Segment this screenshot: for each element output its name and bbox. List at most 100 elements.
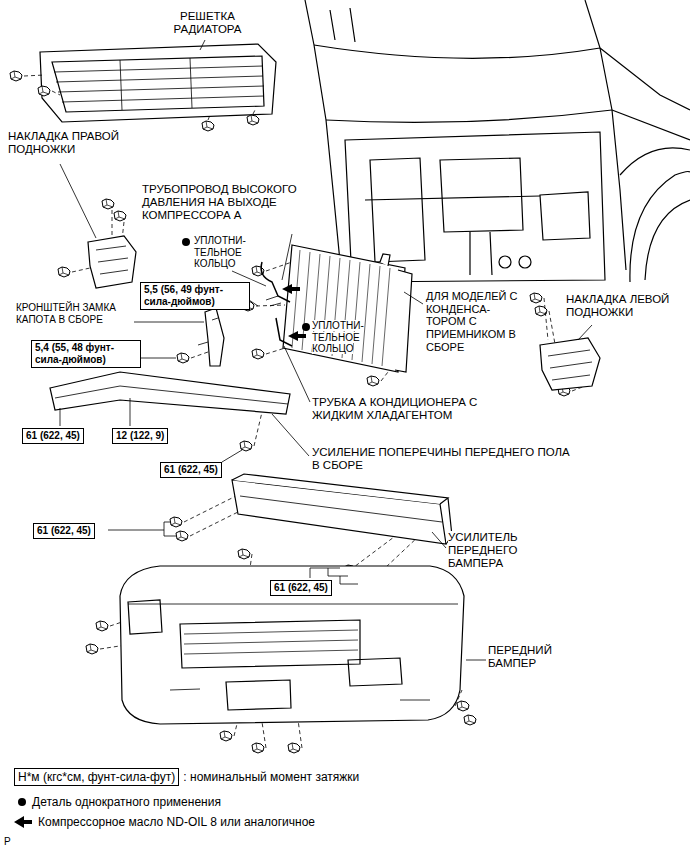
hood-lock-bracket-part	[205, 308, 224, 366]
van-body-part	[440, 158, 523, 232]
front-bumper-part	[184, 630, 358, 654]
part-label: ТРУБКА А КОНДИЦИОНЕРА С ЖИДКИМ ХЛАДАГЕНТ…	[312, 396, 512, 422]
condenser-part	[283, 245, 405, 372]
legend-torque-box: Н*м (кгс*см, фунт-сила-фут)	[14, 768, 179, 786]
van-body-part	[305, 0, 342, 282]
torque-box: 12 (122, 9)	[112, 428, 168, 444]
floor-crossmember-reinforcement	[50, 372, 290, 414]
radiator-grille-part	[54, 66, 264, 102]
part-name: ТРУБКА А КОНДИЦИОНЕРА С ЖИДКИМ ХЛАДАГЕНТ…	[312, 396, 477, 421]
refrigerant-pipes-part	[261, 262, 290, 302]
leader-lines-part	[466, 660, 486, 661]
legend-text: Компрессорное масло ND-OIL 8 или аналоги…	[38, 815, 315, 829]
step-covers-part	[540, 338, 600, 390]
legend-text: Деталь однократного применения	[32, 795, 221, 809]
part-label: УСИЛЕНИЕ ПОПЕРЕЧИНЫ ПЕРЕДНЕГО ПОЛА В СБО…	[312, 446, 577, 472]
van-body-part	[519, 256, 531, 268]
part-label: УСИЛИТЕЛЬ ПЕРЕДНЕГО БАМПЕРА	[448, 531, 546, 571]
part-label: НАКЛАДКА ЛЕВОЙ ПОДНОЖКИ	[566, 293, 684, 319]
step-covers-part	[548, 350, 592, 380]
part-label: РЕШЕТКА РАДИАТОРА	[160, 10, 255, 36]
part-name: УСИЛИТЕЛЬ ПЕРЕДНЕГО БАМПЕРА	[448, 531, 518, 569]
figure-code: P	[4, 836, 11, 847]
torque-value: 5,4 (55, 48 фунт-сила-дюймов)	[35, 342, 137, 366]
torque-value: 12 (122, 9)	[116, 430, 164, 442]
part-name: УПЛОТНИ- ТЕЛЬНОЕ КОЛЬЦО	[194, 235, 246, 269]
torque-value: 61 (622, 45)	[37, 525, 91, 537]
part-name: ДЛЯ МОДЕЛЕЙ С КОНДЕНСА- ТОРОМ С ПРИЕМНИК…	[426, 290, 517, 353]
van-body	[305, 0, 690, 282]
bolts-part	[102, 199, 114, 209]
floor-crossmember-reinforcement-part	[55, 386, 288, 404]
legend-text: : номинальный момент затяжки	[183, 770, 359, 784]
bolts-part	[96, 621, 108, 631]
bolts-part	[247, 115, 259, 125]
torque-value: Н*м (кгс*см, фунт-сила-фут)	[18, 770, 175, 784]
bolts-part	[10, 71, 22, 81]
leader-lines-part	[130, 398, 131, 426]
bolts-part	[252, 743, 264, 753]
front-bumper	[120, 566, 464, 724]
part-label: ПЕРЕДНИЙ БАМПЕР	[488, 644, 580, 670]
o-ring-dots-part	[302, 323, 310, 331]
van-body-part	[370, 158, 425, 262]
step-covers-part	[96, 246, 128, 274]
van-body-part	[470, 232, 492, 275]
bolts-part	[530, 293, 542, 303]
torque-value: 61 (622, 45)	[274, 582, 328, 594]
bolt-paths-part	[24, 75, 256, 120]
part-name: УПЛОТНИ- ТЕЛЬНОЕ КОЛЬЦО	[312, 320, 364, 354]
bolts-part	[177, 353, 189, 363]
front-bumper-part	[180, 620, 360, 668]
part-label: УПЛОТНИ- ТЕЛЬНОЕ КОЛЬЦО	[312, 320, 374, 355]
radiator-grille	[40, 44, 276, 122]
van-body-part	[499, 256, 511, 268]
torque-box: 61 (622, 45)	[22, 428, 84, 444]
step-covers-part	[88, 236, 136, 288]
part-label: ТРУБОПРОВОД ВЫСОКОГО ДАВЛЕНИЯ НА ВЫХОДЕ …	[142, 183, 314, 223]
step-covers	[88, 236, 600, 390]
torque-value: 61 (622, 45)	[26, 430, 80, 442]
o-ring-dots-part	[182, 238, 190, 246]
leader-lines-part	[282, 234, 292, 280]
part-label: НАКЛАДКА ПРАВОЙ ПОДНОЖКИ	[8, 130, 143, 156]
van-body-part	[645, 200, 690, 280]
condenser-part	[292, 250, 390, 366]
part-name: КРОНШТЕЙН ЗАМКА КАПОТА В СБОРЕ	[16, 302, 116, 325]
bolts-part	[288, 743, 300, 753]
bolts-part	[220, 731, 232, 741]
van-body-part	[612, 110, 690, 140]
bolts	[10, 71, 570, 753]
bolts-part	[240, 441, 252, 451]
torque-value: 5,5 (56, 49 фунт-сила-дюймов)	[144, 284, 246, 308]
van-body-part	[630, 171, 690, 282]
refrigerant-pipes	[261, 262, 292, 346]
van-body-part	[345, 132, 605, 282]
bolts-part	[86, 644, 98, 654]
van-body-part	[540, 192, 590, 240]
legend-symbols-part	[18, 798, 26, 806]
leader-lines-part	[60, 164, 96, 238]
leader-lines-part	[578, 325, 592, 340]
part-name: НАКЛАДКА ПРАВОЙ ПОДНОЖКИ	[8, 130, 119, 155]
legend-symbols	[14, 798, 32, 828]
hood-lock-bracket	[198, 308, 224, 366]
oil-arrows-part	[282, 284, 300, 294]
refrigerant-pipes-part	[266, 296, 281, 306]
radiator-grille-part	[52, 56, 264, 112]
part-label: P	[4, 836, 24, 848]
van-body-part	[314, 45, 600, 58]
leader-lines-part	[108, 522, 176, 536]
bumper-reinforcement-part	[232, 474, 452, 544]
bolts-part	[170, 517, 182, 527]
van-body-part	[330, 8, 355, 42]
legend-symbols-part	[14, 816, 32, 828]
legend-entry: : номинальный момент затяжки	[183, 770, 359, 784]
front-bumper-part	[170, 689, 430, 700]
bolt-paths	[24, 75, 585, 748]
front-bumper-part	[128, 604, 458, 605]
van-body-part	[585, 0, 600, 48]
bolts-part	[367, 376, 379, 386]
van-body-part	[326, 110, 612, 122]
